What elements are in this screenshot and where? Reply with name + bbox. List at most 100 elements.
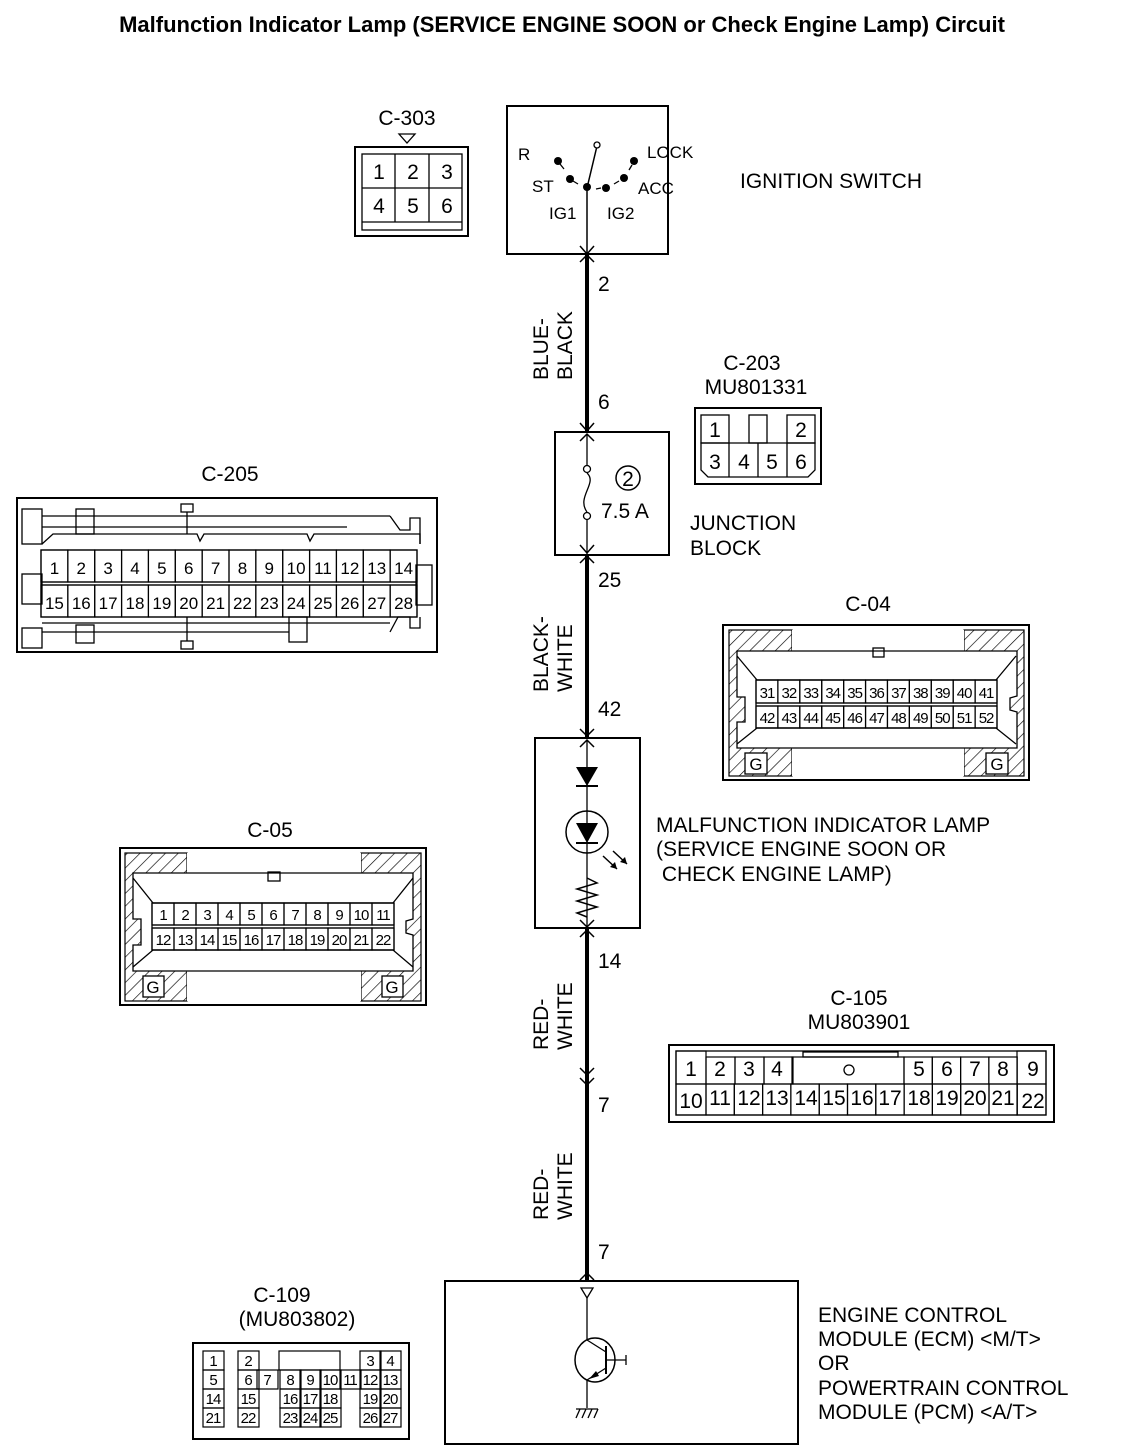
pin-2: 2	[407, 161, 419, 184]
pin-14: 14	[794, 1087, 818, 1110]
svg-text:RED-: RED-	[530, 1169, 553, 1220]
pin-19: 19	[310, 932, 325, 949]
pin-1: 1	[373, 161, 385, 184]
pin-45: 45	[825, 710, 840, 727]
pin-28: 28	[394, 594, 413, 613]
pin-15: 15	[222, 932, 237, 949]
pin-23: 23	[283, 1410, 298, 1427]
pin-12: 12	[737, 1087, 760, 1110]
pin-7: 7	[263, 1372, 271, 1389]
pin-21: 21	[991, 1087, 1014, 1110]
pin-17: 17	[303, 1391, 318, 1408]
pin-5: 5	[407, 195, 419, 218]
pin-13: 13	[178, 932, 193, 949]
pin-22: 22	[241, 1410, 256, 1427]
pin-22: 22	[233, 594, 252, 613]
pin-7: 7	[211, 559, 220, 578]
pin-cell	[237, 1407, 260, 1428]
pin-10: 10	[354, 907, 369, 924]
c105-name: C-105	[830, 987, 887, 1010]
svg-text:BLACK: BLACK	[554, 311, 577, 380]
pin-cell	[988, 1083, 1018, 1116]
c203-part: MU801331	[705, 376, 808, 399]
pin-7: 7	[969, 1058, 981, 1081]
pin-4: 4	[225, 907, 233, 924]
pin-cell	[256, 1369, 279, 1390]
pin-48: 48	[891, 710, 906, 727]
fuse-number: 2	[622, 468, 634, 491]
pin-19: 19	[363, 1391, 378, 1408]
pin-9: 9	[335, 907, 343, 924]
pin-46: 46	[847, 710, 862, 727]
pin-19: 19	[152, 594, 171, 613]
c04-ground-right: G	[990, 755, 1003, 774]
pin-14: 14	[394, 559, 413, 578]
resistor-icon	[574, 877, 600, 918]
pin-4: 4	[130, 559, 139, 578]
mil-label-3: CHECK ENGINE LAMP)	[656, 863, 892, 886]
pin-cell	[279, 1407, 302, 1428]
pin-17: 17	[99, 594, 118, 613]
diagram-title: Malfunction Indicator Lamp (SERVICE ENGI…	[119, 12, 1005, 37]
wire-color-red-white-2: RED- WHITE	[530, 1152, 577, 1220]
diode-icon	[576, 767, 598, 786]
pin-47: 47	[869, 710, 884, 727]
pin-13: 13	[765, 1087, 788, 1110]
pin-6: 6	[244, 1372, 252, 1389]
pin-44: 44	[803, 710, 818, 727]
pin-39: 39	[935, 685, 950, 702]
pin-11: 11	[709, 1087, 731, 1110]
pin-cell	[359, 1407, 382, 1428]
pin-cell	[202, 1407, 225, 1428]
pin-3: 3	[103, 559, 112, 578]
pin-6: 6	[184, 559, 193, 578]
pin-6: 6	[795, 451, 807, 474]
ecm-label-1: ENGINE CONTROL	[818, 1304, 1007, 1327]
pin-27: 27	[367, 594, 386, 613]
ecm-label-5: MODULE (PCM) <A/T>	[818, 1401, 1037, 1424]
pin-18: 18	[907, 1087, 930, 1110]
junction-block-label-1: JUNCTION	[690, 512, 796, 535]
pin-cell	[339, 1369, 362, 1390]
pin-18: 18	[323, 1391, 338, 1408]
pin-9: 9	[306, 1372, 314, 1389]
pin-label-25: 25	[598, 569, 621, 592]
pin-43: 43	[782, 710, 797, 727]
pin-20: 20	[963, 1087, 986, 1110]
ignition-switch: R ST IG1 IG2 ACC LOCK IGNITION SWITCH	[506, 105, 922, 263]
c303-name: C-303	[378, 107, 435, 130]
c05-ground-right: G	[385, 978, 398, 997]
junction-block-label-2: BLOCK	[690, 537, 761, 560]
ecm-label-3: OR	[818, 1352, 850, 1375]
pin-5: 5	[209, 1372, 217, 1389]
pin-4: 4	[373, 195, 385, 218]
pin-4: 4	[771, 1058, 783, 1081]
pin-6: 6	[441, 195, 453, 218]
svg-text:WHITE: WHITE	[554, 1152, 577, 1220]
pin-18: 18	[126, 594, 145, 613]
pin-14: 14	[206, 1391, 221, 1408]
pin-9: 9	[265, 559, 274, 578]
ecm-label-4: POWERTRAIN CONTROL	[818, 1377, 1068, 1400]
pin-10: 10	[287, 559, 306, 578]
pin-1: 1	[209, 1353, 217, 1370]
pin-31: 31	[760, 685, 775, 702]
pin-1: 1	[709, 419, 721, 442]
pin-cell	[299, 1407, 322, 1428]
switch-pos-lock: LOCK	[647, 143, 694, 162]
pin-26: 26	[340, 594, 359, 613]
pin-49: 49	[913, 710, 928, 727]
pin-24: 24	[303, 1410, 318, 1427]
pin-21: 21	[206, 1410, 221, 1427]
pin-20: 20	[179, 594, 198, 613]
svg-text:WHITE: WHITE	[554, 982, 577, 1050]
pin-cell	[389, 584, 418, 618]
wire-color-black-white: BLACK- WHITE	[530, 616, 577, 692]
junction-block-box	[554, 431, 670, 556]
c205-name: C-205	[201, 463, 258, 486]
pin-1: 1	[50, 559, 59, 578]
pin-16: 16	[850, 1087, 873, 1110]
